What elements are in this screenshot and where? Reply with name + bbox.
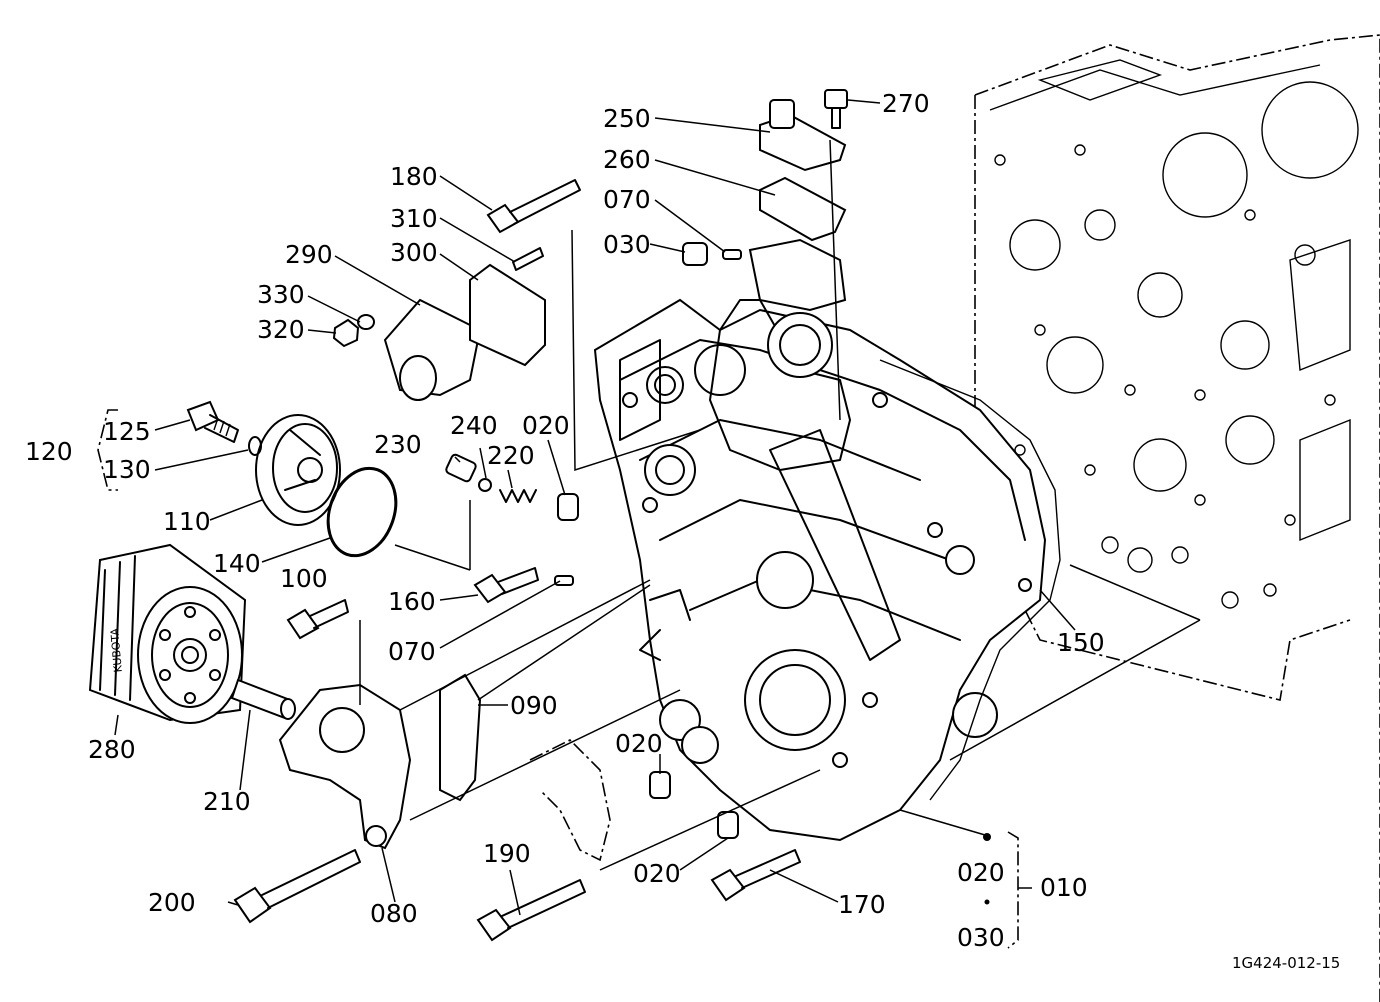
part-labels: 270 250 260 070 030 180 310 300 290 330 … — [25, 89, 1105, 952]
label-300: 300 — [390, 238, 438, 267]
label-070-bottom: 070 — [388, 637, 436, 666]
part-210-nipple — [230, 678, 296, 720]
part-330-washer — [357, 314, 375, 330]
label-190: 190 — [483, 839, 531, 868]
label-250: 250 — [603, 104, 651, 133]
part-070-pin-b — [554, 575, 574, 586]
part-290-cover — [383, 298, 482, 401]
part-030-plug — [682, 242, 708, 266]
part-100-bolt — [286, 599, 349, 640]
part-125-bolt — [186, 400, 239, 443]
part-200-bolt — [233, 849, 361, 924]
label-240: 240 — [450, 411, 498, 440]
filter-marking: KUBOTA — [108, 627, 125, 673]
label-125: 125 — [103, 417, 151, 446]
label-280: 280 — [88, 735, 136, 764]
part-220-spring — [499, 489, 537, 503]
label-020-d: 020 — [957, 858, 1005, 887]
label-330: 330 — [257, 280, 305, 309]
part-020-plug-c — [717, 811, 739, 839]
bracket-120 — [97, 409, 118, 491]
hidden-part-outline — [529, 739, 611, 862]
cylinder-block — [974, 34, 1380, 1002]
part-020-plug-b — [649, 771, 671, 799]
part-160-bolt — [473, 567, 539, 604]
label-020-b: 020 — [615, 729, 663, 758]
part-250-flange — [759, 99, 847, 172]
label-150: 150 — [1057, 628, 1105, 657]
label-090: 090 — [510, 691, 558, 720]
part-110-cover — [255, 414, 341, 526]
label-260: 260 — [603, 145, 651, 174]
label-100: 100 — [280, 564, 328, 593]
part-180-bolt — [486, 179, 581, 234]
part-260-gasket — [759, 176, 847, 242]
label-230: 230 — [374, 430, 422, 459]
label-140: 140 — [213, 549, 261, 578]
label-020-c: 020 — [633, 859, 681, 888]
gasket-150 — [879, 359, 1061, 801]
label-130: 130 — [103, 455, 151, 484]
oil-filter-280: KUBOTA — [88, 543, 247, 724]
label-310: 310 — [390, 204, 438, 233]
part-080-bracket — [278, 683, 412, 850]
label-010: 010 — [1040, 873, 1088, 902]
label-210: 210 — [203, 787, 251, 816]
part-270-bolt — [824, 89, 848, 129]
label-070-top: 070 — [603, 185, 651, 214]
label-160: 160 — [388, 587, 436, 616]
label-320: 320 — [257, 315, 305, 344]
label-290: 290 — [285, 240, 333, 269]
label-270: 270 — [882, 89, 930, 118]
leader-lines — [114, 99, 1201, 916]
bracket-010 — [1007, 831, 1035, 949]
label-020-a: 020 — [522, 411, 570, 440]
drawing-code: 1G424-012-15 — [1232, 954, 1340, 972]
label-180: 180 — [390, 162, 438, 191]
part-190-bolt — [476, 879, 586, 942]
part-230-plunger — [445, 453, 477, 483]
label-200: 200 — [148, 888, 196, 917]
part-170-bolt — [710, 849, 801, 902]
part-320-nut — [332, 318, 360, 348]
part-130-washer — [248, 436, 262, 456]
part-310-stud — [512, 247, 544, 271]
label-080: 080 — [370, 899, 418, 928]
label-120: 120 — [25, 437, 73, 466]
label-110: 110 — [163, 507, 211, 536]
label-030-bottom: 030 — [957, 923, 1005, 952]
part-020-plug-a — [557, 493, 579, 521]
part-240-ball — [478, 478, 492, 492]
part-090-gasket — [439, 673, 482, 802]
label-170: 170 — [838, 890, 886, 919]
part-070-pin-a — [722, 249, 742, 260]
label-220: 220 — [487, 441, 535, 470]
label-030-top: 030 — [603, 230, 651, 259]
part-140-o-ring — [326, 466, 398, 558]
part-300-gasket — [469, 263, 546, 367]
